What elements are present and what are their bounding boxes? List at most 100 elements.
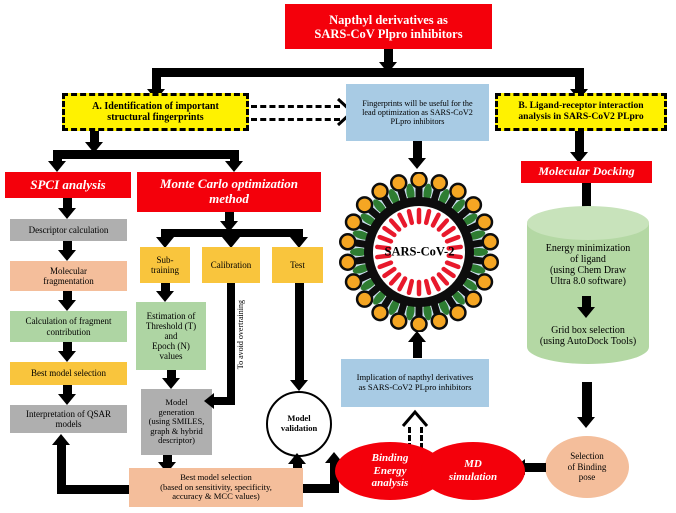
calibration-overtraining-hook [213, 397, 235, 405]
docking-header: Molecular Docking [521, 161, 652, 183]
binding-pose-ellipse: Selection of Binding pose [545, 436, 629, 498]
arrow-b-down [575, 131, 584, 153]
spci-step-best-model-label: Best model selection [31, 368, 106, 379]
arrowhead-subtraining [156, 237, 174, 248]
fingerprint-note-box: Fingerprints will be useful for the lead… [346, 84, 489, 141]
feedback-horizontal [57, 485, 135, 494]
arrow-title-down [384, 49, 393, 63]
arrowhead-a-down [85, 142, 103, 153]
arrow-fingerprint-down [413, 141, 422, 159]
arrowhead-mc-down [220, 221, 238, 232]
model-validation-circle: Model validation [266, 391, 332, 457]
arrow-spci-5 [63, 385, 72, 395]
implication-line-2: as SARS-CoV2 PLpro inhibitors [358, 382, 472, 392]
dashed-connector-bottom [251, 118, 340, 121]
arrowhead-calibration [222, 237, 240, 248]
docking-step-gridbox-label: Grid box selection (using AutoDock Tools… [539, 324, 637, 347]
spci-header-label: SPCI analysis [30, 176, 106, 192]
arrowhead-spci-3 [58, 300, 76, 311]
docking-step-gridbox: Grid box selection (using AutoDock Tools… [522, 320, 654, 352]
mc-set-calibration-label: Calibration [210, 259, 252, 270]
title-box: Napthyl derivatives as SARS-CoV Plpro in… [285, 4, 492, 49]
arrow-test-down [295, 283, 304, 381]
arrowhead-spci [48, 161, 66, 172]
arrow-modelgen-down [163, 455, 172, 463]
arrowhead-bestmodel-up [288, 453, 306, 464]
bus-mc-drop-2 [227, 229, 235, 238]
arrow-spci-3 [63, 291, 72, 301]
docking-step-energy-min: Energy minimization of ligand (using Che… [527, 237, 649, 293]
bus-a-left-drop [53, 150, 62, 162]
spci-step-descriptor: Descriptor calculation [10, 219, 127, 241]
arrow-spci-2 [63, 241, 72, 251]
arrowhead-feedback-up [52, 434, 70, 445]
arrowhead-subtraining-down [156, 291, 174, 302]
branch-a-line-1: A. Identification of important [92, 100, 219, 112]
title-line-2: SARS-CoV Plpro inhibitors [314, 26, 463, 41]
arrowhead-docking-to-pose [577, 417, 595, 428]
arrow-spci-1 [63, 198, 72, 209]
arrow-docking-inner [582, 296, 591, 308]
bestmodel-right-up [330, 462, 339, 493]
cylinder-svg [527, 206, 649, 364]
md-simulation-label: MD simulation [448, 458, 498, 483]
bus-mc-drop-1 [161, 229, 169, 238]
arrowhead-b-down [570, 152, 588, 163]
arrow-implication-up [413, 340, 422, 358]
fingerprint-note-line-1: Fingerprints will be useful for the [362, 98, 473, 108]
bestmodel-right-hook [303, 484, 338, 493]
bus-mc-drop-3 [295, 229, 303, 238]
implication-line-1: Implication of napthyl derivatives [356, 372, 474, 383]
virus-svg [338, 171, 500, 333]
arrow-spci-4 [63, 342, 72, 352]
branch-b-line-2: analysis in SARS-CoV2 PLpro [518, 111, 644, 122]
bus-top-horizontal [152, 68, 584, 77]
arrow-mc-down [225, 212, 234, 222]
mc-model-generation-label: Model generation (using SMILES, graph & … [148, 397, 205, 446]
arrowhead-test-down [290, 380, 308, 391]
mc-set-test-label: Test [290, 259, 305, 270]
arrow-docking-to-pose [582, 382, 592, 418]
spci-step-descriptor-label: Descriptor calculation [28, 224, 109, 235]
mc-estimation-label: Estimation of Threshold (T) and Epoch (N… [145, 310, 197, 362]
spci-step-contribution-label: Calculation of fragment contribution [25, 316, 112, 337]
branch-b-line-1: B. Ligand-receptor interaction [518, 100, 644, 112]
mc-set-subtraining: Sub- training [140, 247, 190, 283]
md-simulation-ellipse: MD simulation [421, 442, 525, 500]
arrowhead-docking-inner [577, 307, 595, 318]
spci-step-best-model: Best model selection [10, 362, 127, 385]
mc-estimation-box: Estimation of Threshold (T) and Epoch (N… [136, 302, 206, 370]
arrowhead-estimation-down [162, 378, 180, 389]
dashed-up-left [408, 427, 411, 449]
dashed-connector-top [251, 105, 340, 108]
arrowhead-test [290, 237, 308, 248]
docking-cylinder [524, 205, 652, 365]
mc-set-calibration: Calibration [202, 247, 260, 283]
feedback-vertical [57, 445, 66, 490]
monte-carlo-header: Monte Carlo optimization method [137, 172, 321, 212]
bus-right-drop [575, 68, 584, 90]
docking-header-label: Molecular Docking [538, 164, 635, 179]
branch-a-box: A. Identification of important structura… [62, 93, 249, 131]
arrowhead-spci-4 [58, 351, 76, 362]
monte-carlo-header-label: Monte Carlo optimization method [160, 176, 298, 206]
arrow-estimation-down [167, 370, 176, 379]
bus-a-right-drop [230, 150, 239, 162]
arrowhead-spci-5 [58, 394, 76, 405]
arrowhead-modelgen-down [158, 462, 176, 473]
arrowhead-overtraining-left [204, 393, 214, 409]
spci-step-interpretation-label: Interpretation of QSAR models [26, 408, 111, 429]
binding-pose-label: Selection of Binding pose [567, 451, 607, 483]
bus-a-horizontal [53, 150, 239, 159]
calibration-overtraining-line [227, 283, 235, 405]
model-validation-label: Model validation [280, 413, 318, 433]
spci-step-contribution: Calculation of fragment contribution [10, 311, 127, 342]
arrowhead-fingerprint-down [408, 158, 426, 169]
fingerprint-note-line-3: PLpro inhibitors [390, 117, 445, 127]
mc-best-model-box: Best model selection (based on sensitivi… [129, 468, 303, 507]
spci-step-fragmentation: Molecular fragmentation [10, 261, 127, 291]
mc-best-model-label: Best model selection (based on sensitivi… [160, 472, 272, 502]
mc-set-test: Test [272, 247, 323, 283]
binding-energy-label: Binding Energy analysis [371, 452, 409, 490]
